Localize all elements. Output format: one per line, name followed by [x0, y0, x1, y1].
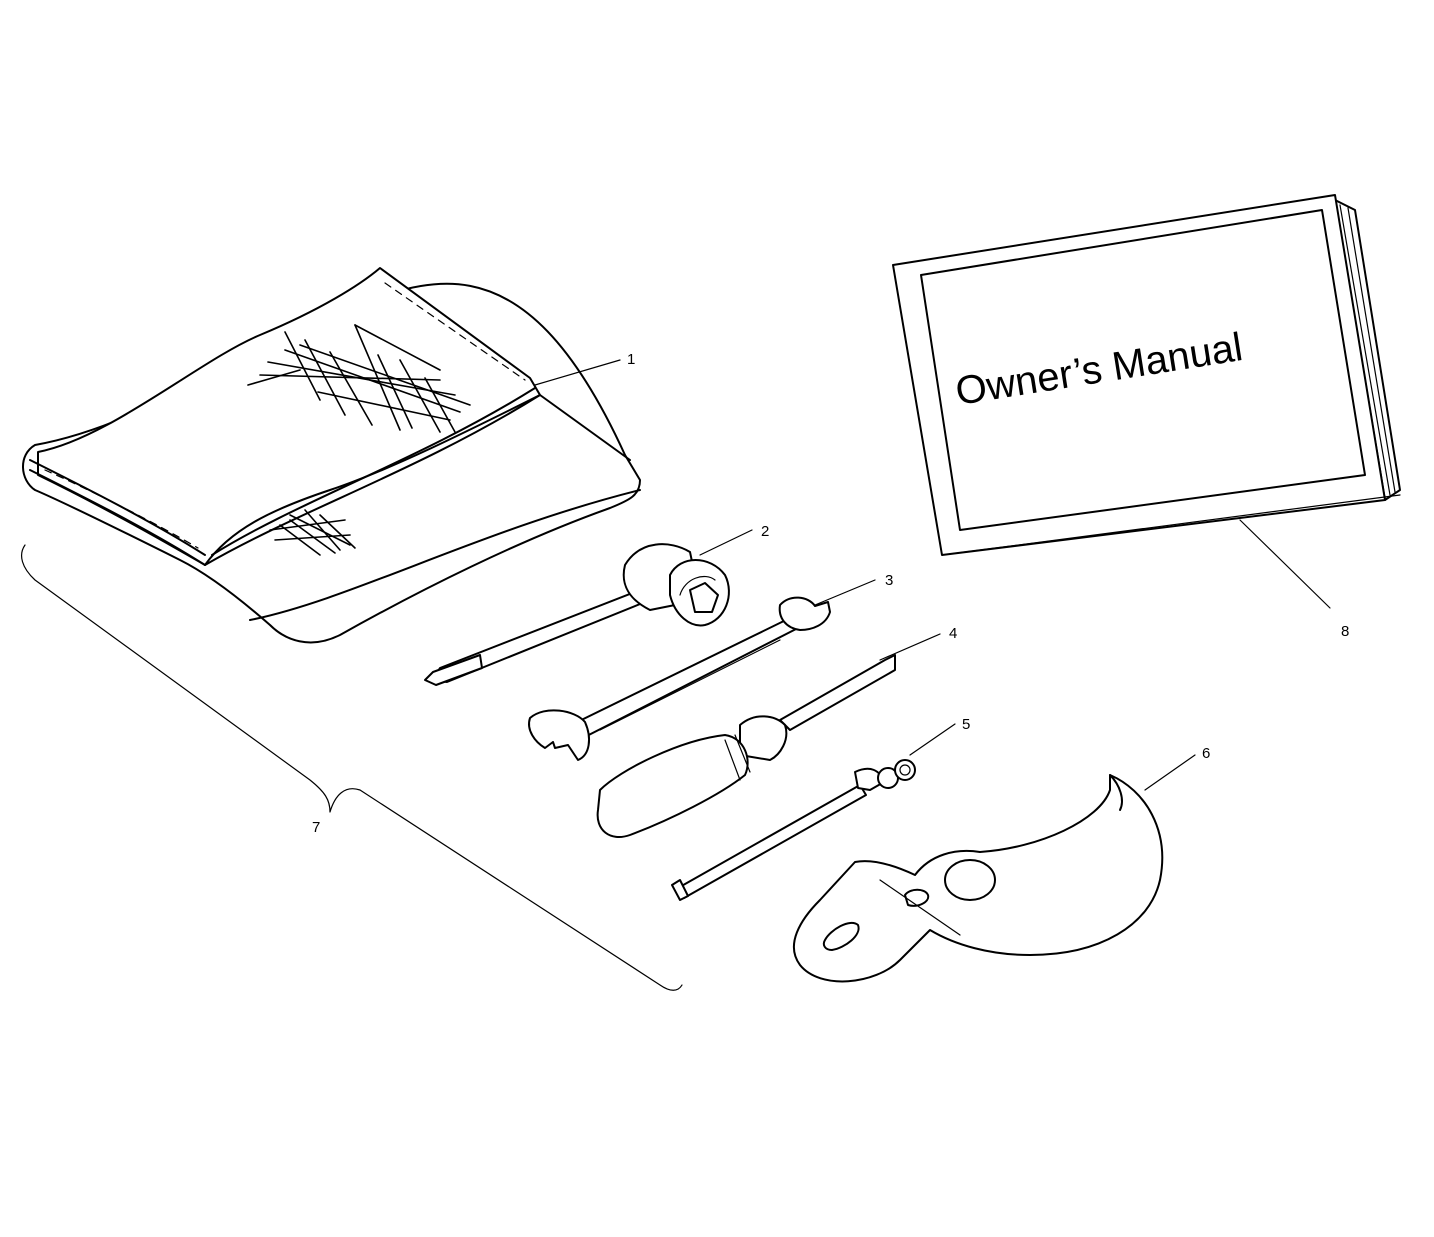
owners-manual: Owner’s Manual: [892, 194, 1401, 556]
leader-lines: [534, 359, 1331, 791]
hook-spanner: [792, 774, 1164, 983]
probe-tool: [671, 759, 916, 901]
callout-2: 2: [761, 523, 769, 540]
kit-bracket: [21, 544, 683, 991]
callout-3: 3: [885, 572, 893, 589]
tool-pouch: [22, 267, 641, 644]
open-end-wrench: [528, 596, 831, 761]
callout-8: 8: [1341, 623, 1349, 640]
callout-1: 1: [627, 351, 635, 368]
callout-4: 4: [949, 625, 957, 642]
callout-6: 6: [1202, 745, 1210, 762]
callout-7: 7: [312, 819, 320, 836]
callout-5: 5: [962, 716, 970, 733]
screwdriver: [596, 654, 896, 838]
socket-wrench: [424, 543, 730, 686]
